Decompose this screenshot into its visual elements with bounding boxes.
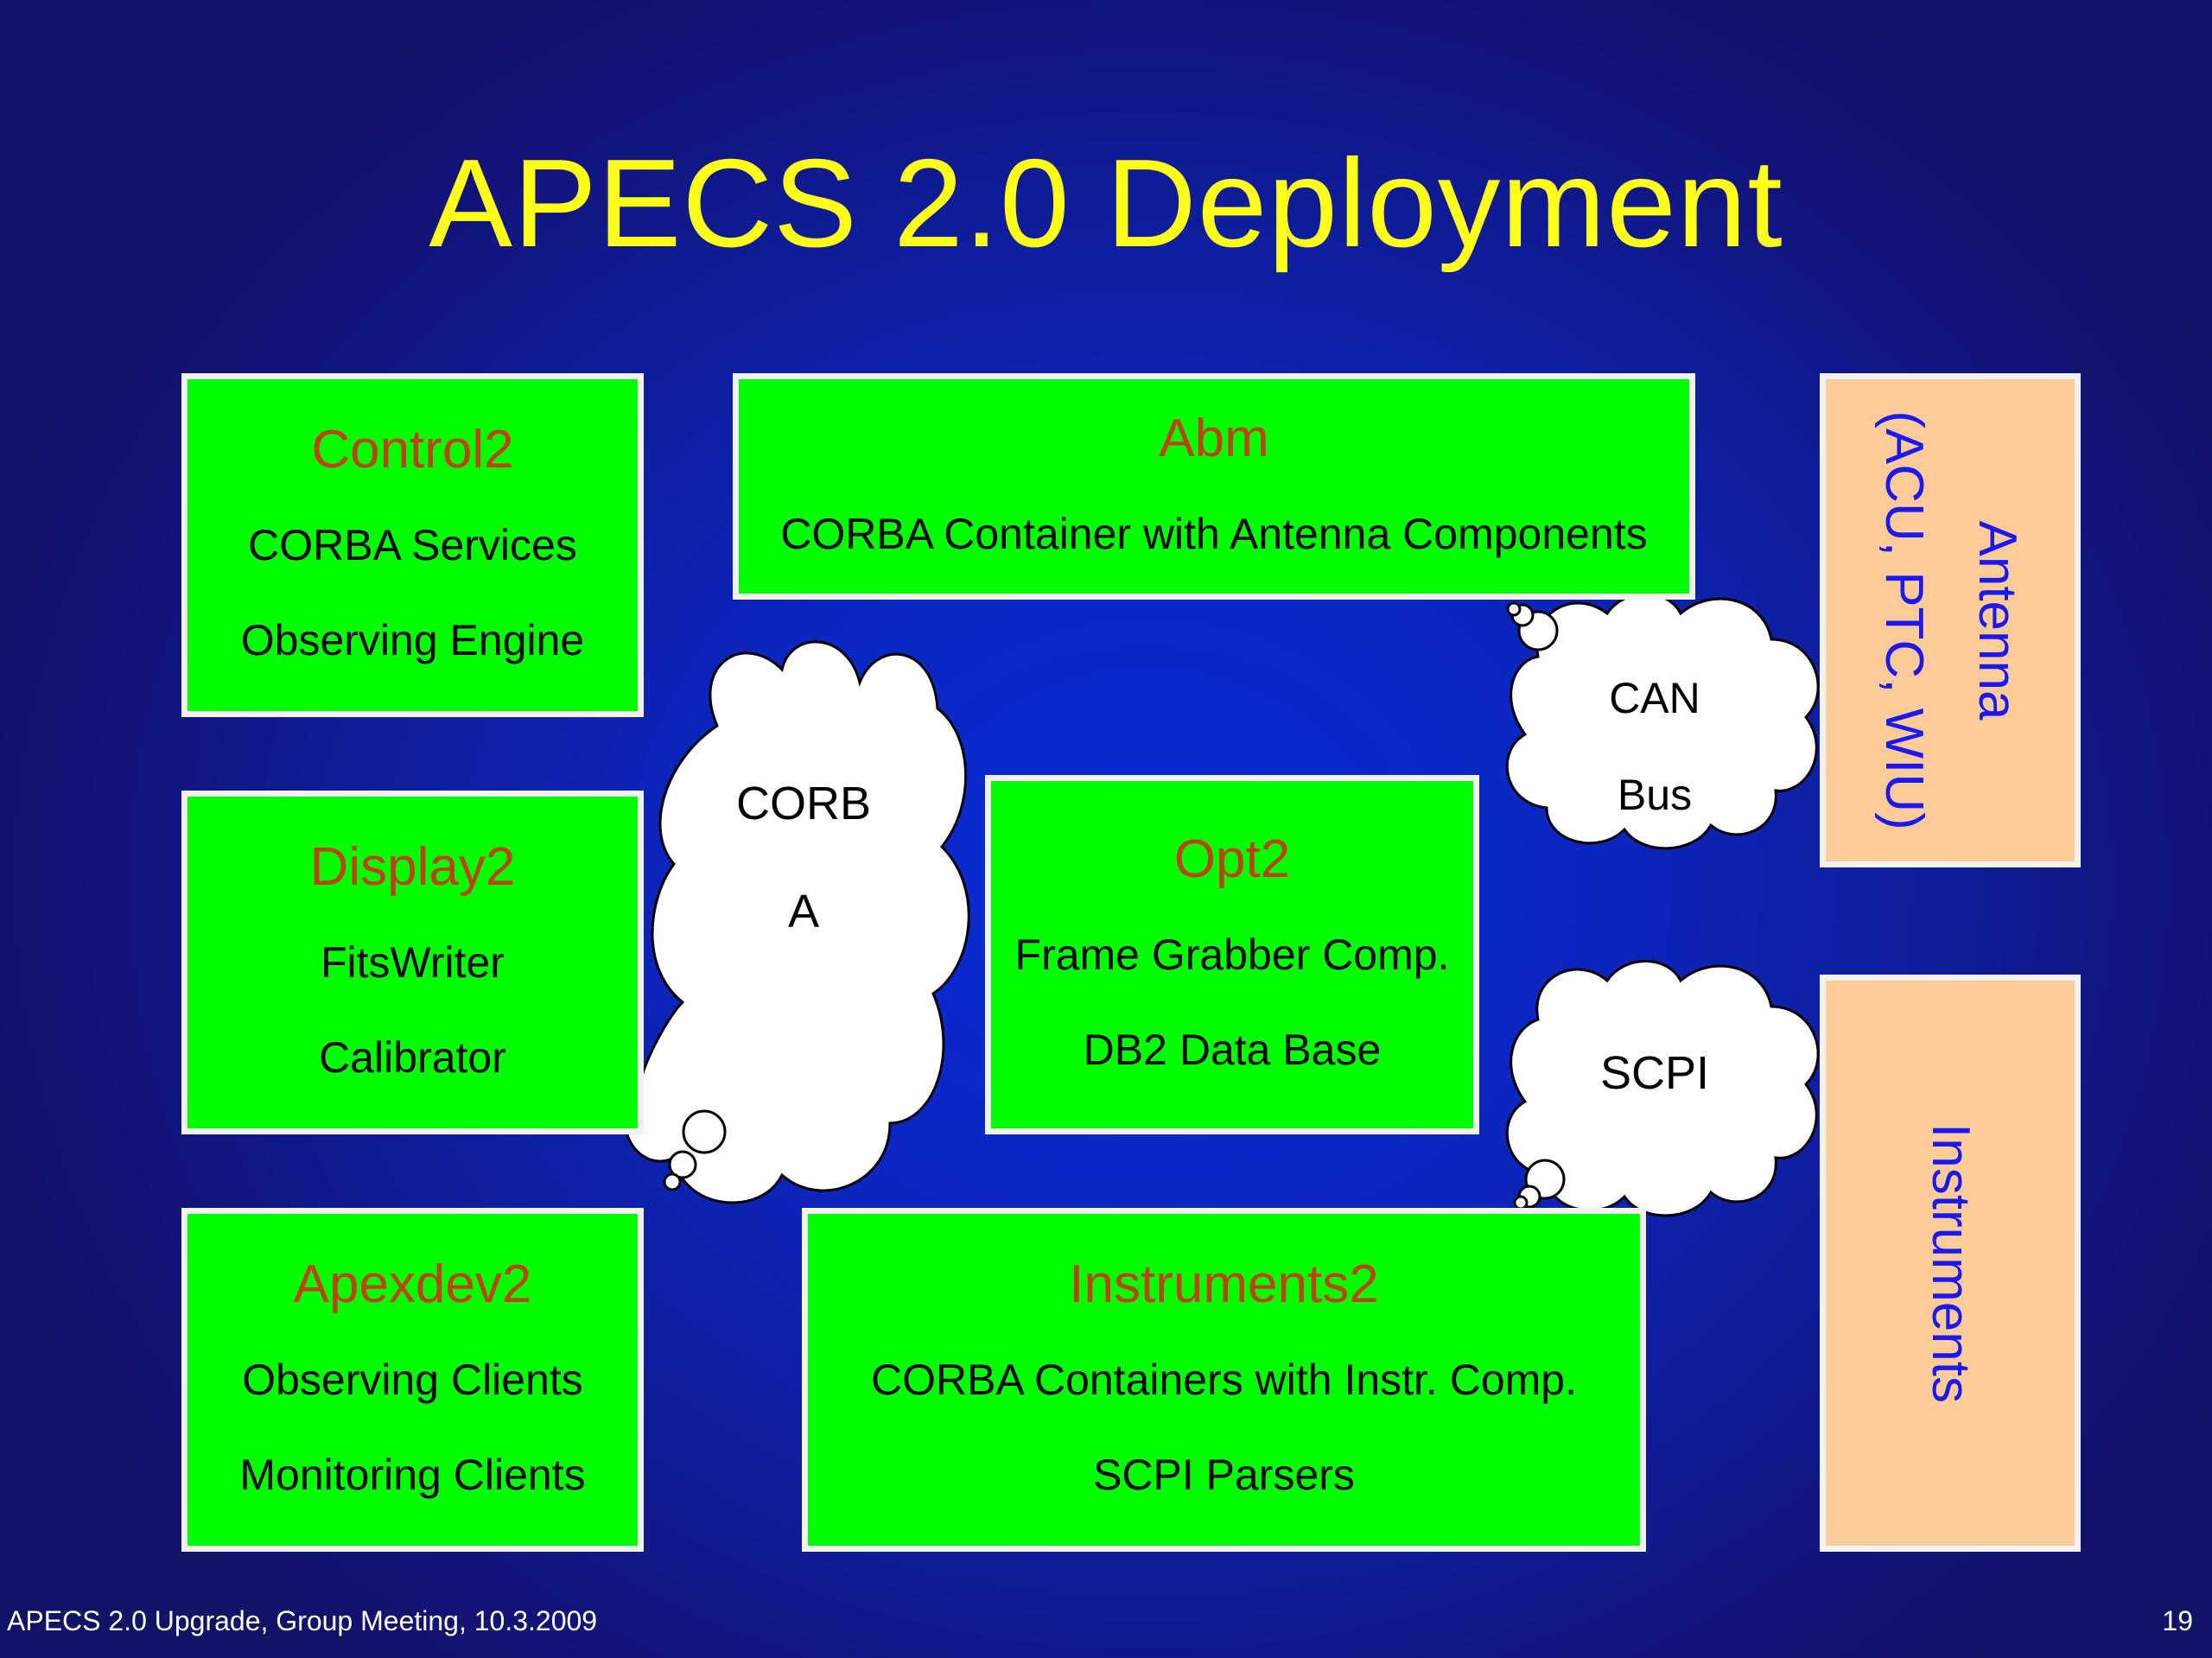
corba-cloud-shape (623, 640, 970, 1204)
slide-title: APECS 2.0 Deployment (429, 133, 1783, 273)
opt2-title: Opt2 (1173, 829, 1291, 889)
abm-box: Abm CORBA Container with Antenna Compone… (733, 373, 1695, 600)
corba-cloud-bubble-1 (682, 1109, 727, 1154)
opt2-line-1: Frame Grabber Comp. (1014, 931, 1450, 979)
corba-cloud-bubble-3 (663, 1172, 682, 1191)
instruments2-title: Instruments2 (1069, 1255, 1379, 1314)
scpi-cloud-line-1: SCPI (1599, 1047, 1710, 1099)
abm-title: Abm (1159, 409, 1269, 468)
corba-cloud-bubble-2 (668, 1150, 697, 1179)
instruments2-line-2: SCPI Parsers (1093, 1451, 1355, 1499)
antenna-box: Antenna (ACU, PTC, WIU) (1820, 373, 2081, 867)
corba-cloud-line-2: A (787, 886, 820, 937)
antenna-line-2: (ACU, PTC, WIU) (1874, 410, 1934, 830)
apexdev2-box: Apexdev2 Observing Clients Monitoring Cl… (181, 1208, 644, 1552)
display2-box: Display2 FitsWriter Calibrator (181, 791, 644, 1134)
control2-line-1: CORBA Services (248, 521, 577, 569)
apexdev2-title: Apexdev2 (293, 1255, 532, 1314)
instruments-line-1: Instruments (1921, 1123, 1980, 1403)
apexdev2-line-1: Observing Clients (242, 1356, 583, 1404)
control2-title: Control2 (311, 420, 514, 480)
scpi-cloud-shape (1505, 960, 1820, 1217)
scpi-cloud-bubble-3 (1513, 1195, 1529, 1210)
instruments-label: Instruments (1904, 1123, 1997, 1403)
control2-box: Control2 CORBA Services Observing Engine (181, 373, 644, 717)
can-bus-cloud-bubble-3 (1506, 601, 1522, 617)
display2-line-2: Calibrator (319, 1033, 506, 1082)
page-number: 19 (2162, 1605, 2193, 1636)
instruments2-box: Instruments2 CORBA Containers with Instr… (802, 1208, 1646, 1552)
apexdev2-line-2: Monitoring Clients (239, 1451, 586, 1499)
display2-line-1: FitsWriter (321, 938, 505, 987)
instruments2-line-1: CORBA Containers with Instr. Comp. (871, 1356, 1577, 1404)
slide-footer: APECS 2.0 Upgrade, Group Meeting, 10.3.2… (7, 1605, 598, 1636)
display2-title: Display2 (309, 837, 516, 897)
antenna-label: Antenna (ACU, PTC, WIU) (1857, 410, 2044, 830)
instruments-box: Instruments (1820, 975, 2081, 1552)
opt2-box: Opt2 Frame Grabber Comp. DB2 Data Base (985, 775, 1479, 1134)
can-bus-cloud-line-2: Bus (1617, 771, 1693, 819)
abm-line-1: CORBA Container with Antenna Components (780, 510, 1648, 558)
opt2-line-2: DB2 Data Base (1083, 1026, 1382, 1074)
corba-cloud-line-1: CORB (735, 778, 871, 829)
can-bus-cloud-line-1: CAN (1609, 674, 1700, 722)
control2-line-2: Observing Engine (240, 616, 585, 664)
antenna-line-1: Antenna (1967, 520, 2027, 721)
